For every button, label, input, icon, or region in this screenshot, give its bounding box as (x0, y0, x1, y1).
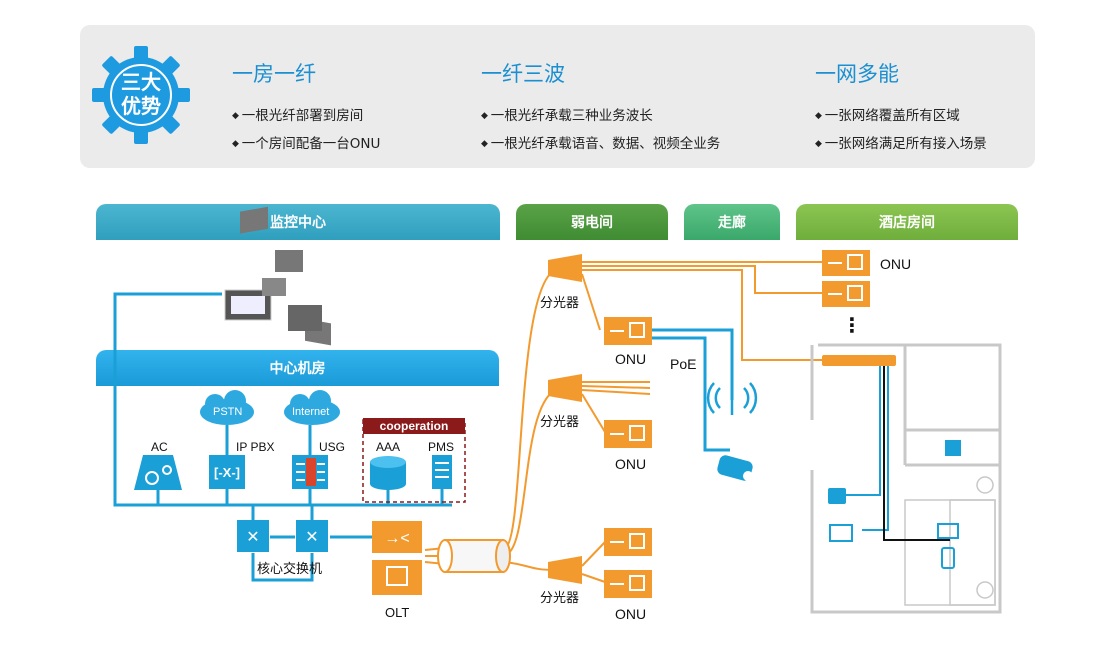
splitter-icons (548, 254, 582, 584)
pc-icon (829, 524, 853, 542)
phone-icon (828, 488, 846, 504)
header-corridor: 走廊 (684, 204, 780, 240)
svg-text:→<: →< (384, 530, 409, 547)
usg-firewall-icon (292, 455, 328, 489)
internet-cloud-icon (284, 390, 340, 425)
onu-label-1: ONU (615, 351, 647, 367)
room-switch (822, 355, 896, 366)
room-cables-blue (845, 366, 889, 531)
mobile-icon (941, 547, 955, 569)
onu-label-3: ONU (615, 606, 647, 622)
ip-pbx-icon: [-X-] (209, 455, 245, 489)
advantage-title: 一纤三波 (481, 62, 565, 86)
svg-text:[-X-]: [-X-] (214, 465, 240, 480)
header-datacenter: 中心机房 (96, 350, 499, 386)
room-devices (828, 440, 961, 569)
monitor-screens-icon (224, 206, 331, 346)
splitter-label-1: 分光器 (540, 296, 580, 311)
badge-line2: 优势 (121, 94, 161, 118)
advantage-title: 一房一纤 (232, 62, 316, 86)
olt-label: OLT (385, 605, 410, 620)
onu-icons (604, 250, 870, 598)
header-monitor-center: 监控中心 (96, 204, 500, 240)
onu-label-2: ONU (615, 456, 647, 472)
advantage-1: 一房一纤 一根光纤部署到房间 一个房间配备一台ONU (232, 58, 380, 158)
advantage-3: 一网多能 一张网络覆盖所有区域 一张网络满足所有接入场景 (815, 58, 987, 158)
advantage-point: 一张网络覆盖所有区域 (815, 102, 987, 130)
room-ap-icon (945, 440, 961, 456)
advantage-point: 一根光纤部署到房间 (232, 102, 380, 130)
header-weak-room: 弱电间 (516, 204, 668, 240)
pms-server-icon (432, 455, 452, 489)
cooperation-header (363, 418, 465, 434)
aaa-label: AAA (376, 440, 401, 454)
ac-controller-icon (134, 455, 182, 490)
badge-gear-icon (92, 46, 190, 144)
olt-icon: →< (372, 521, 422, 595)
advantage-title: 一网多能 (815, 62, 899, 86)
header-hotel-room: 酒店房间 (796, 204, 1018, 240)
hotel-room-floorplan (810, 343, 1002, 614)
usg-label: USG (319, 440, 346, 454)
cooperation-label: cooperation (379, 419, 449, 433)
badge-line1: 三大 (121, 70, 161, 94)
badge-text: 三大 优势 (112, 70, 170, 118)
room-cables-black (883, 366, 950, 541)
ip-pbx-label: IP PBX (236, 440, 275, 454)
pms-label: PMS (428, 440, 455, 454)
svg-text:✕: ✕ (305, 529, 318, 546)
core-switch-icon: ✕ ✕ (237, 520, 328, 552)
core-switch-label: 核心交换机 (257, 562, 323, 577)
camera-icon (717, 455, 753, 481)
onu-label-top: ONU (880, 256, 912, 272)
pstn-cloud-icon (200, 390, 254, 425)
advantage-point: 一根光纤承载语音、数据、视频全业务 (481, 130, 721, 158)
splitter-label-3: 分光器 (540, 591, 580, 606)
internet-label: Internet (292, 406, 330, 418)
advantage-point: 一个房间配备一台ONU (232, 130, 381, 158)
poe-label: PoE (670, 356, 697, 372)
ac-label: AC (151, 440, 168, 454)
aaa-server-icon (370, 456, 406, 490)
advantage-point: 一根光纤承载三种业务波长 (481, 102, 720, 130)
pstn-label: PSTN (213, 406, 243, 418)
svg-text:✕: ✕ (246, 529, 259, 546)
wifi-ap-icon (706, 382, 758, 415)
more-onu-ellipsis: ⋮ (842, 315, 862, 337)
splitter-label-2: 分光器 (540, 415, 580, 430)
advantage-2: 一纤三波 一根光纤承载三种业务波长 一根光纤承载语音、数据、视频全业务 (481, 58, 720, 158)
advantage-point: 一张网络满足所有接入场景 (815, 130, 987, 158)
laptop-icon (937, 523, 959, 539)
fiber-cable-icon (437, 539, 511, 573)
